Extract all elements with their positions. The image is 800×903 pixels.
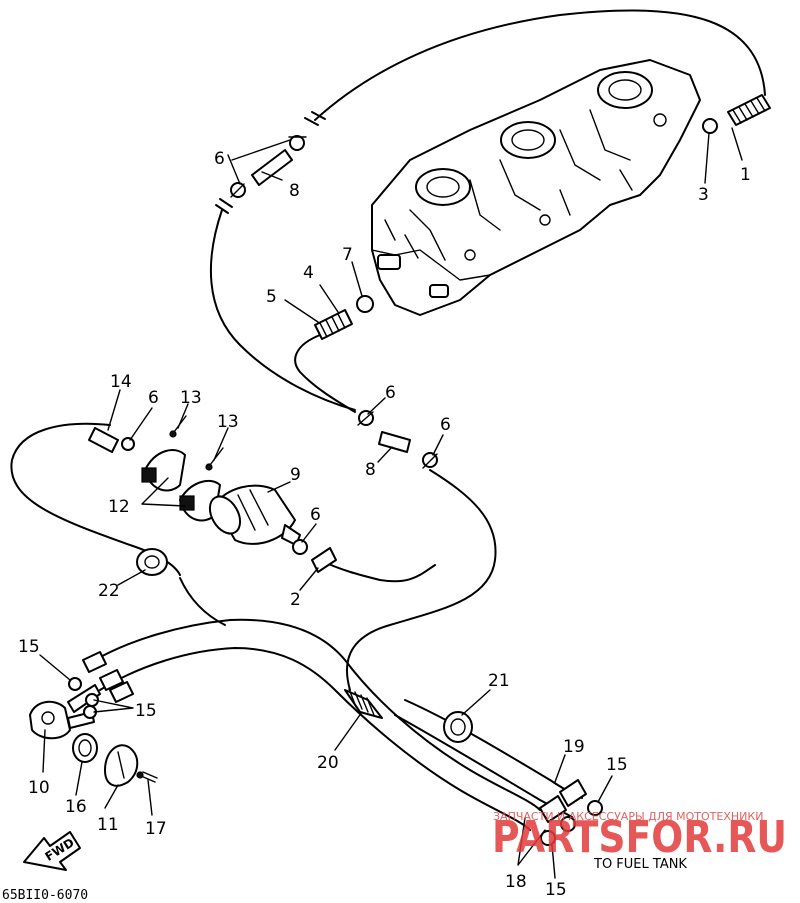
fwd-arrow-icon: FWD <box>23 831 81 871</box>
callout-1: 1 <box>740 165 751 185</box>
callout-10: 10 <box>28 778 50 798</box>
clip-6-pump <box>121 437 135 451</box>
callout-15-d: 15 <box>545 880 567 900</box>
callout-7: 7 <box>342 245 353 265</box>
spring-sleeve-1 <box>727 94 771 126</box>
callout-6-right: 6 <box>440 415 451 435</box>
carburetor-assembly <box>371 59 701 316</box>
callout-17: 17 <box>145 819 167 839</box>
bracket-12 <box>141 449 221 522</box>
watermark: ЗАПЧАСТИ И АКСЕССУАРЫ ДЛЯ МОТОТЕХНИКИ PA… <box>492 810 787 863</box>
callout-15-b: 15 <box>135 701 157 721</box>
callout-12: 12 <box>108 497 130 517</box>
callout-18: 18 <box>505 872 527 892</box>
fuel-filter-9 <box>208 484 301 546</box>
hose-carb-feed <box>294 334 356 413</box>
callout-22: 22 <box>98 581 120 601</box>
callout-20: 20 <box>317 753 339 773</box>
clip-15a <box>68 677 82 691</box>
clip-3 <box>702 118 718 134</box>
clip-15e <box>560 816 576 832</box>
callout-16: 16 <box>65 797 87 817</box>
callout-8-lower: 8 <box>365 460 376 480</box>
hose-supply-mid <box>345 469 497 691</box>
clip-7 <box>356 295 374 313</box>
callout-6-mid: 6 <box>385 383 396 403</box>
callout-3: 3 <box>698 185 709 205</box>
callout-19: 19 <box>563 737 585 757</box>
joint-8-upper <box>230 135 307 198</box>
components <box>29 94 771 846</box>
callout-2: 2 <box>290 590 301 610</box>
callout-6-filter: 6 <box>310 505 321 525</box>
callout-labels: 1 2 3 4 5 6 6 6 6 6 7 8 8 9 10 11 12 13 … <box>18 149 751 900</box>
grommet-22 <box>136 548 168 576</box>
callout-13-b: 13 <box>217 412 239 432</box>
clip-6-filter <box>292 539 308 555</box>
spring-sleeve-20 <box>344 688 383 719</box>
callout-15-a: 15 <box>18 637 40 657</box>
callout-9: 9 <box>290 465 301 485</box>
callout-4: 4 <box>303 263 314 283</box>
knob-11 <box>104 744 139 787</box>
hose-filter-out <box>319 559 436 583</box>
callout-5: 5 <box>266 287 277 307</box>
hose-return-top <box>314 9 766 121</box>
callout-6-top: 6 <box>214 149 225 169</box>
screw-17 <box>136 771 158 783</box>
joint-8-lower <box>357 410 438 469</box>
hose-end-14 <box>88 427 119 453</box>
callout-14: 14 <box>110 372 132 392</box>
clip-15f <box>540 830 556 846</box>
hose-19-lower <box>394 714 573 818</box>
leader-lines <box>39 127 743 879</box>
callout-8-top: 8 <box>289 181 300 201</box>
hose-main-upper <box>94 618 541 811</box>
clip-15d <box>587 800 603 816</box>
hose-main-lower <box>99 647 531 831</box>
callout-6-pump: 6 <box>148 388 159 408</box>
hose-left-drop <box>209 209 356 411</box>
callout-15-c: 15 <box>606 755 628 775</box>
callout-21: 21 <box>488 671 510 691</box>
spring-sleeve-4 <box>314 309 353 340</box>
grommet-21 <box>443 711 473 743</box>
callout-13-a: 13 <box>180 388 202 408</box>
watermark-brand: PARTSFOR.RU <box>492 812 787 863</box>
ring-16 <box>72 733 98 763</box>
to-fuel-tank-note: TO FUEL TANK <box>593 857 687 872</box>
hose-end-2 <box>311 547 337 573</box>
drawing-code: 65BII0-6070 <box>2 888 88 903</box>
watermark-tagline: ЗАПЧАСТИ И АКСЕССУАРЫ ДЛЯ МОТОТЕХНИКИ <box>493 810 763 823</box>
callout-11: 11 <box>97 815 119 835</box>
